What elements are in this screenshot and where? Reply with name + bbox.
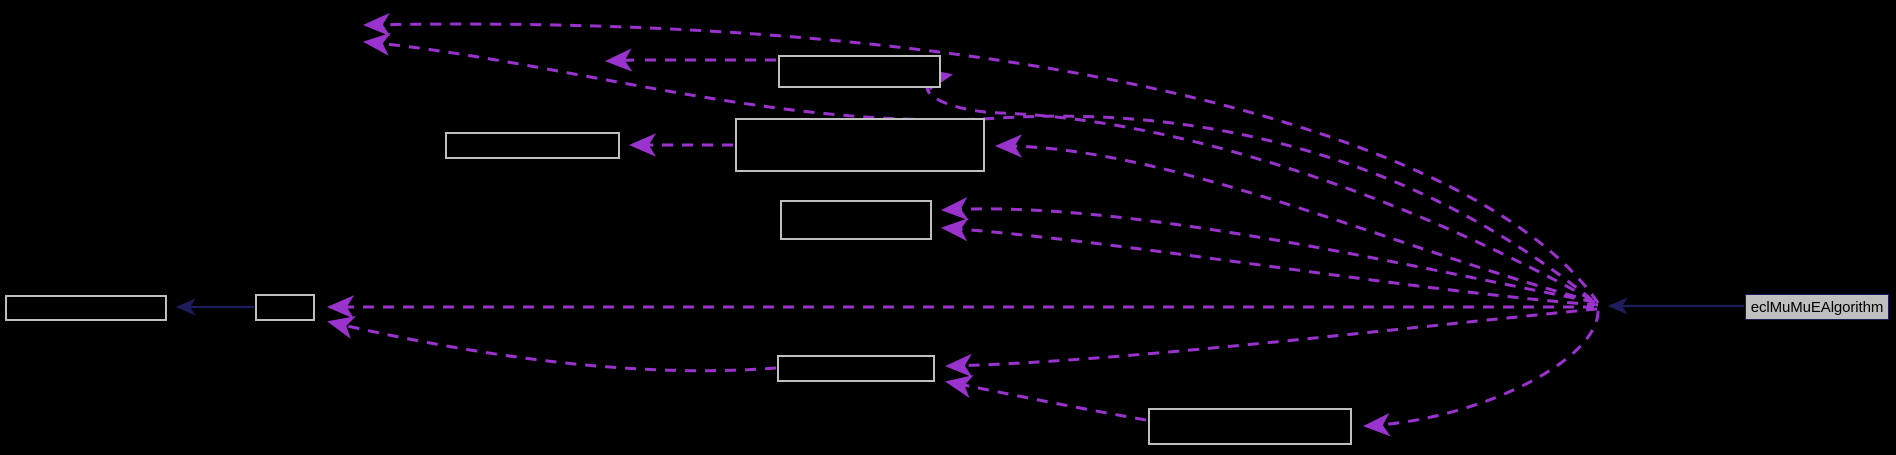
solid-edges [175,297,1744,316]
edge-lowermid-to-hubnode [327,316,777,373]
graph-node-midleft[interactable] [445,132,620,159]
edge-topmid-to-arrowtop-3 [605,48,635,72]
graph-node-bigmid[interactable] [735,118,985,172]
edge-hub-to-mid-lower [941,217,1599,307]
edge-hub-to-topmid [924,68,1593,302]
graph-node-bottom[interactable] [1148,408,1352,445]
edge-hub-to-mid-upper [941,196,1595,304]
edge-hub-to-lowermid [945,307,1598,378]
graph-node-lowermid[interactable] [777,355,935,382]
edge-bottom-to-lowermid [945,374,1147,422]
dashed-edges [327,12,1600,437]
edge-hub-to-bigmid [995,134,1596,304]
graph-node-left[interactable] [5,295,167,321]
graph-node-mid[interactable] [780,200,932,240]
graph-node-ecl-mu-mu-e-algorithm[interactable]: eclMuMuEAlgorithm [1745,294,1889,320]
edge-hub-to-bottom [1363,310,1600,437]
graph-node-hub[interactable] [255,294,315,321]
graph-node-topmid[interactable] [778,55,941,88]
